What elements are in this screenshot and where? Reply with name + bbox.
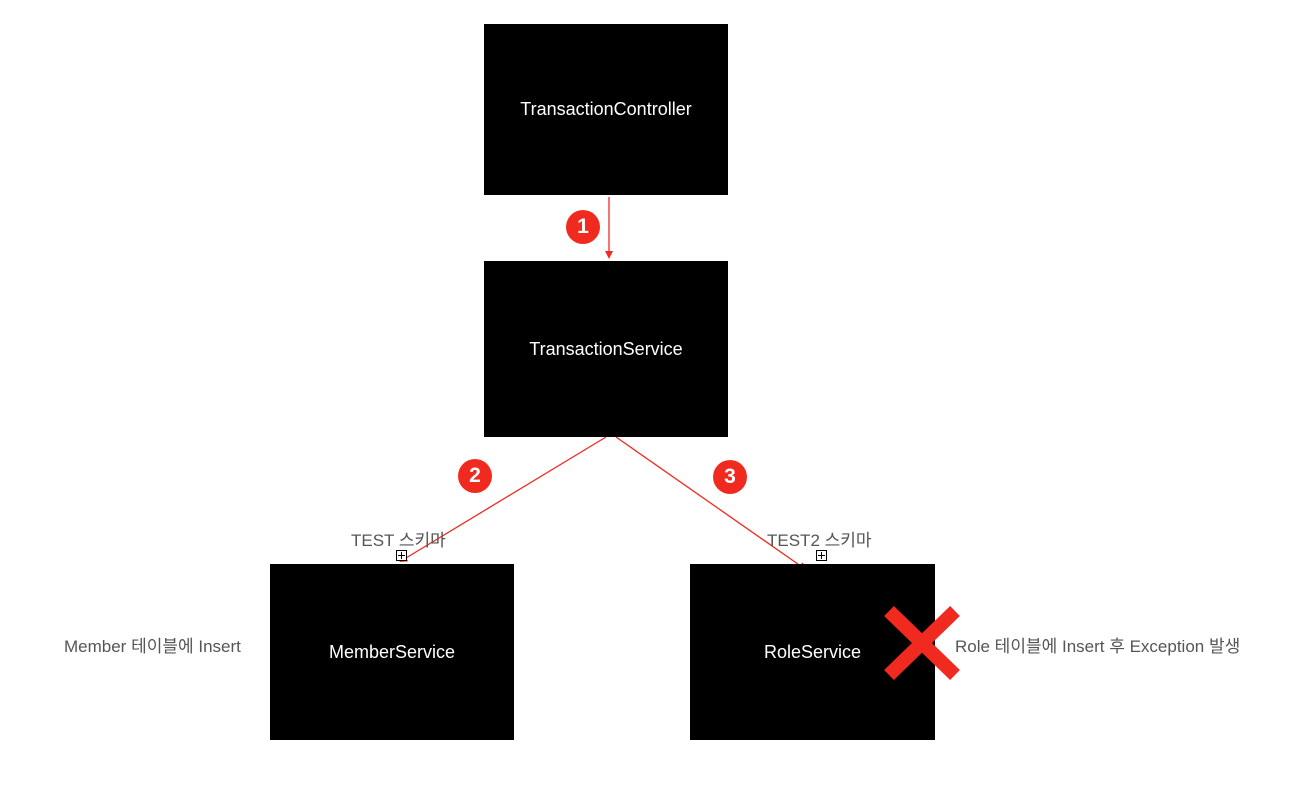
test2-schema-label: TEST2 스키마 [767,531,872,550]
role-service-node[interactable]: RoleService [690,564,935,740]
member-insert-note: Member 테이블에 Insert [64,637,241,656]
transaction-service-label: TransactionService [529,338,683,359]
plus-box-icon [396,550,407,561]
member-service-label: MemberService [328,641,456,662]
transaction-service-node[interactable]: TransactionService [484,261,728,437]
role-exception-note: Role 테이블에 Insert 후 Exception 발생 [955,637,1241,656]
role-service-label: RoleService [763,641,862,662]
test-schema-label: TEST 스키마 [351,531,446,550]
transaction-controller-label: TransactionController [520,99,692,119]
step-1-badge: 1 [566,210,600,244]
x-cross-icon [884,605,960,681]
step-3-badge: 3 [713,460,747,494]
member-service-node[interactable]: MemberService [270,564,514,740]
transaction-controller-node[interactable]: TransactionController [484,24,728,195]
plus-box-icon [816,550,827,561]
step-2-badge: 2 [458,459,492,493]
